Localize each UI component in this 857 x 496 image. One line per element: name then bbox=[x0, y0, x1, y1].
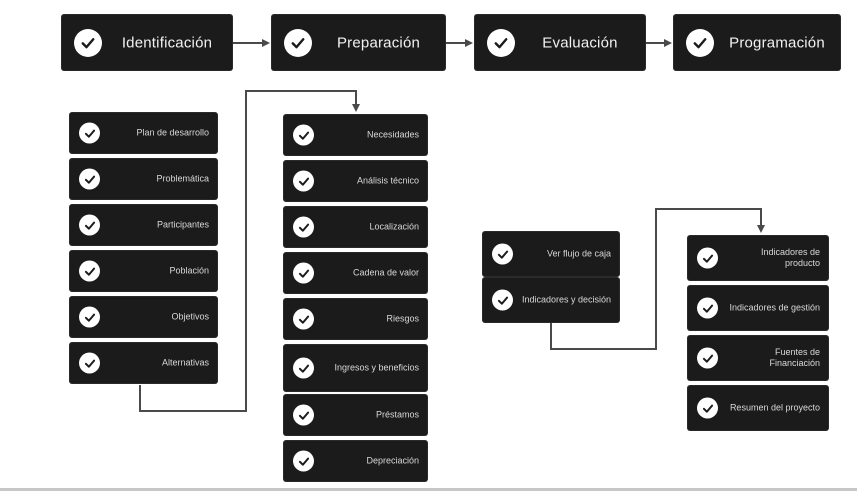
identificacion-item: Participantes bbox=[70, 205, 217, 245]
stage-label: Identificación bbox=[121, 34, 213, 51]
preparacion-item: Riesgos bbox=[284, 299, 427, 339]
check-circle-icon bbox=[284, 28, 312, 57]
stage-identificacion: Identificación bbox=[62, 15, 232, 70]
check-circle-icon bbox=[697, 397, 718, 419]
check-circle-icon bbox=[686, 28, 714, 57]
check-circle-icon bbox=[492, 289, 513, 311]
item-label: Cadena de valor bbox=[352, 267, 419, 278]
check-circle-icon bbox=[293, 170, 314, 192]
item-label: Análisis técnico bbox=[356, 175, 419, 186]
check-circle-icon bbox=[487, 28, 515, 57]
check-circle-icon bbox=[293, 216, 314, 238]
identificacion-item: Población bbox=[70, 251, 217, 291]
programacion-item: Resumen del proyecto bbox=[688, 386, 828, 430]
item-label: Préstamos bbox=[375, 409, 419, 420]
item-label: Indicadores y decisión bbox=[521, 294, 611, 305]
stage-programacion: Programación bbox=[674, 15, 840, 70]
check-circle-icon bbox=[74, 28, 102, 57]
stage-label: Evaluación bbox=[542, 34, 618, 51]
item-label: Indicadores de gestión bbox=[729, 302, 820, 313]
check-circle-icon bbox=[293, 357, 314, 379]
identificacion-item: Problemática bbox=[70, 159, 217, 199]
item-label: Fuentes de Financiación bbox=[769, 347, 820, 368]
preparacion-item: Ingresos y beneficios bbox=[284, 345, 427, 391]
check-circle-icon bbox=[293, 262, 314, 284]
preparacion-item: Necesidades bbox=[284, 115, 427, 155]
identificacion-item: Alternativas bbox=[70, 343, 217, 383]
check-circle-icon bbox=[79, 122, 100, 144]
stage-preparacion: Preparación bbox=[272, 15, 445, 70]
item-label: Riesgos bbox=[386, 313, 419, 324]
item-label: Objetivos bbox=[171, 311, 209, 322]
preparacion-item: Cadena de valor bbox=[284, 253, 427, 293]
evaluacion-item: Indicadores y decisión bbox=[483, 278, 619, 322]
check-circle-icon bbox=[293, 450, 314, 472]
check-circle-icon bbox=[293, 124, 314, 146]
item-label: Población bbox=[169, 265, 209, 276]
bottom-divider bbox=[0, 488, 857, 491]
check-circle-icon bbox=[697, 347, 718, 369]
preparacion-item: Localización bbox=[284, 207, 427, 247]
check-circle-icon bbox=[293, 404, 314, 426]
item-label: Alternativas bbox=[161, 357, 209, 368]
item-label: Ver flujo de caja bbox=[546, 248, 611, 259]
programacion-item: Indicadores de producto bbox=[688, 236, 828, 280]
identificacion-item: Plan de desarrollo bbox=[70, 113, 217, 153]
preparacion-item: Préstamos bbox=[284, 395, 427, 435]
preparacion-item: Depreciación bbox=[284, 441, 427, 481]
check-circle-icon bbox=[293, 308, 314, 330]
item-label: Necesidades bbox=[366, 129, 419, 140]
item-label: Participantes bbox=[156, 219, 209, 230]
stage-label: Preparación bbox=[336, 34, 421, 51]
item-label: Indicadores de producto bbox=[760, 247, 820, 268]
check-circle-icon bbox=[492, 243, 513, 265]
check-circle-icon bbox=[79, 260, 100, 282]
check-circle-icon bbox=[697, 297, 718, 319]
item-label: Resumen del proyecto bbox=[729, 402, 820, 413]
item-label: Plan de desarrollo bbox=[136, 127, 209, 138]
check-circle-icon bbox=[79, 168, 100, 190]
item-label: Ingresos y beneficios bbox=[334, 362, 419, 373]
item-label: Localización bbox=[369, 221, 419, 232]
check-circle-icon bbox=[79, 352, 100, 374]
preparacion-item: Análisis técnico bbox=[284, 161, 427, 201]
check-circle-icon bbox=[79, 306, 100, 328]
item-label: Depreciación bbox=[366, 455, 419, 466]
programacion-item: Fuentes de Financiación bbox=[688, 336, 828, 380]
evaluacion-item: Ver flujo de caja bbox=[483, 232, 619, 276]
check-circle-icon bbox=[697, 247, 718, 269]
item-label: Problemática bbox=[156, 173, 209, 184]
identificacion-item: Objetivos bbox=[70, 297, 217, 337]
programacion-item: Indicadores de gestión bbox=[688, 286, 828, 330]
stage-label: Programación bbox=[729, 34, 825, 51]
check-circle-icon bbox=[79, 214, 100, 236]
stage-evaluacion: Evaluación bbox=[475, 15, 645, 70]
